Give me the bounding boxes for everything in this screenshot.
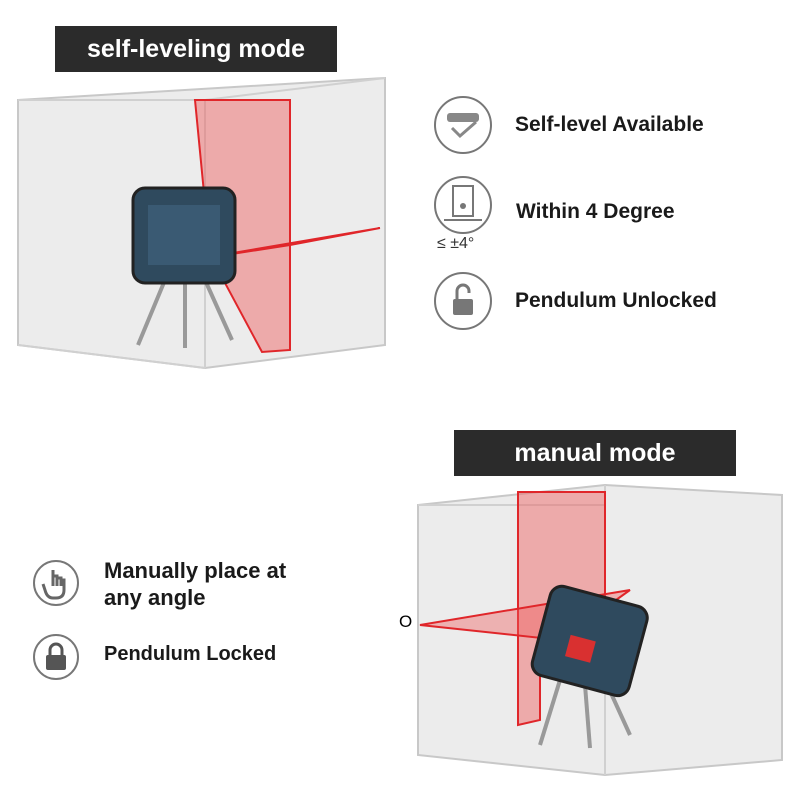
feature-pendulum-locked: Pendulum Locked (104, 643, 277, 665)
self-leveling-mode-banner: self-leveling mode (55, 26, 337, 72)
unlocked-padlock-icon (434, 272, 492, 330)
manual-mode-banner: manual mode (454, 430, 736, 476)
tilt-device-icon (434, 176, 492, 234)
feature-line-2: any angle (104, 585, 206, 610)
self-leveling-room-illustration (17, 76, 386, 370)
feature-line-1: Manually place at (104, 558, 287, 583)
tilt-range-label: ≤ ±4° (437, 235, 475, 252)
angle-marker: O (399, 612, 413, 631)
locked-padlock-icon (33, 634, 79, 680)
manual-mode-room-illustration (417, 483, 783, 777)
feature-self-level: Self-level Available (515, 113, 704, 136)
feature-within-4-degree: Within 4 Degree (516, 200, 675, 223)
level-check-icon (434, 96, 492, 154)
feature-pendulum-unlocked: Pendulum Unlocked (515, 289, 717, 312)
hand-pointer-icon (33, 560, 79, 606)
feature-manual-angle: Manually place at any angle (104, 557, 286, 611)
